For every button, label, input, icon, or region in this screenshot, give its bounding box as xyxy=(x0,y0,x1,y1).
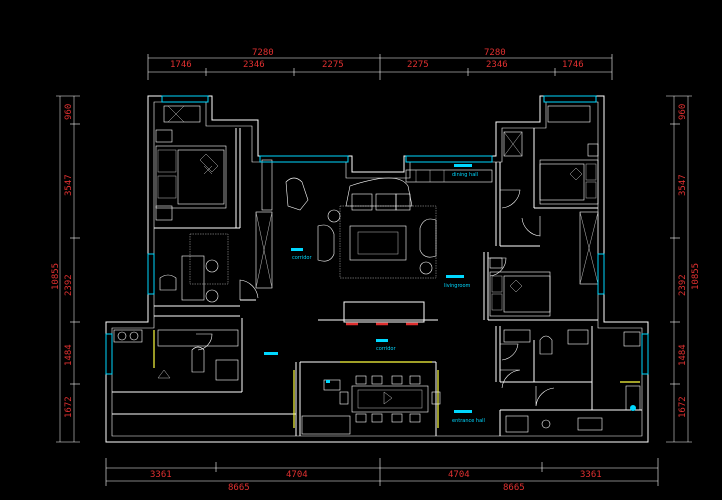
left-master-bed xyxy=(155,129,227,221)
right-seg-3: 2392 xyxy=(678,274,688,296)
left-seg-4: 1484 xyxy=(64,344,74,366)
left-seg-1: 960 xyxy=(64,104,74,120)
right-lower-bed xyxy=(489,257,551,317)
right-dimension-chain: 960 3547 2392 1484 1672 10855 xyxy=(666,95,701,443)
left-dimension-chain: 960 3547 2392 1484 1672 10855 xyxy=(51,95,80,443)
room-labels: dining hall livingroom corridor corridor… xyxy=(264,164,485,424)
study-furniture xyxy=(159,233,229,303)
left-window-chair xyxy=(163,105,201,123)
top-seg-3: 2275 xyxy=(322,60,344,70)
right-seg-2: 3547 xyxy=(678,174,688,196)
top-seg-4: 2275 xyxy=(407,60,429,70)
left-seg-3: 2392 xyxy=(64,274,74,296)
bottom-overall-left: 8665 xyxy=(228,483,250,493)
top-seg-5: 2346 xyxy=(486,60,508,70)
right-seg-1: 960 xyxy=(678,104,688,120)
top-seg-6: 1746 xyxy=(562,60,584,70)
top-overall-right: 7280 xyxy=(484,48,506,58)
dining-table-set xyxy=(301,375,441,435)
label-corridor-left: corridor xyxy=(292,255,312,261)
bottom-seg-1: 3361 xyxy=(150,470,172,480)
left-overall: 10855 xyxy=(51,263,61,290)
top-overall-left: 7280 xyxy=(252,48,274,58)
exterior-walls xyxy=(105,95,649,443)
right-upper-bed xyxy=(539,105,599,205)
bottom-seg-2: 4704 xyxy=(286,470,308,480)
right-seg-4: 1484 xyxy=(678,344,688,366)
dining-hall-cabinet xyxy=(405,131,523,183)
bottom-overall-right: 8665 xyxy=(503,483,525,493)
top-seg-2: 2346 xyxy=(243,60,265,70)
windows xyxy=(105,95,649,428)
bathroom-fixtures xyxy=(503,329,641,433)
right-overall: 10855 xyxy=(691,263,701,290)
label-dining-hall: dining hall xyxy=(452,172,478,178)
kitchen-fixtures xyxy=(113,329,239,381)
bottom-dimension-chain: 3361 4704 4704 3361 8665 8665 xyxy=(105,458,659,493)
doors xyxy=(196,189,555,407)
top-dimension-chain: 7280 7280 1746 2346 2275 2275 2346 1746 xyxy=(147,48,613,80)
bottom-seg-3: 4704 xyxy=(448,470,470,480)
label-living-room: livingroom xyxy=(444,283,471,289)
label-corridor-center: corridor xyxy=(376,346,396,352)
label-entrance-hall: entrance hall xyxy=(452,418,485,424)
bottom-seg-4: 3361 xyxy=(580,470,602,480)
left-seg-5: 1672 xyxy=(64,396,74,418)
living-sofa-set xyxy=(285,177,437,279)
right-seg-5: 1672 xyxy=(678,396,688,418)
top-seg-1: 1746 xyxy=(170,60,192,70)
left-seg-2: 3547 xyxy=(64,174,74,196)
